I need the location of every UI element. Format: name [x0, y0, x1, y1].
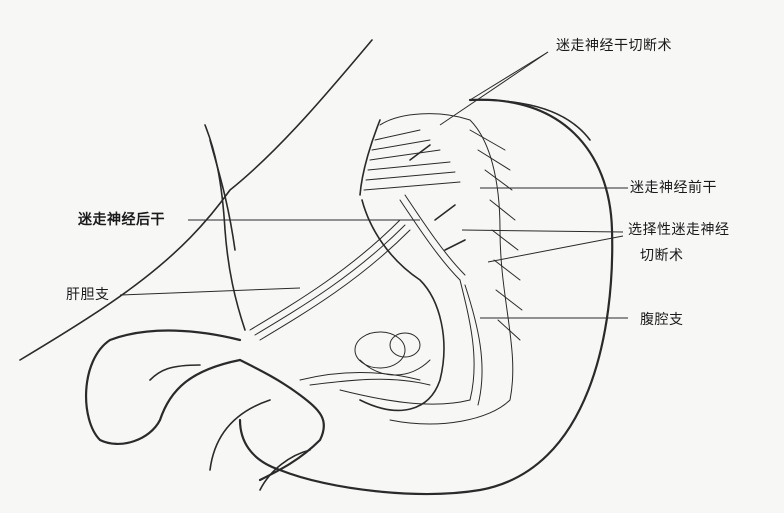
duodenum-lower — [149, 364, 201, 381]
label-vagotomy: 迷走神经干切断术 — [556, 38, 672, 54]
leader-lines — [119, 51, 628, 319]
pylorus-tube — [238, 358, 326, 482]
intestine-loop-2 — [259, 449, 311, 491]
celiac-plexus — [354, 331, 431, 376]
lesser-curvature — [359, 199, 445, 412]
liver-outline — [19, 39, 373, 361]
label-selective-vagotomy-line1: 选择性迷走神经 — [628, 222, 730, 238]
nerve-branches — [249, 194, 483, 406]
intestine-loop — [209, 399, 271, 471]
fundus-hatching — [363, 129, 523, 341]
stomach-fundus-shading — [379, 113, 514, 425]
vagotomy-cut-lines — [409, 144, 466, 251]
label-celiac-branch: 腹腔支 — [640, 312, 684, 328]
label-anterior-trunk: 迷走神经前干 — [630, 180, 717, 196]
label-selective-vagotomy-line2: 切断术 — [640, 248, 684, 264]
stomach-greater-curvature — [238, 98, 614, 496]
label-posterior-trunk: 迷走神经后干 — [78, 212, 165, 228]
vagus-nerve-posterior-trunk — [204, 124, 246, 331]
label-hepatic-branch: 肝胆支 — [66, 287, 110, 303]
duodenum-upper — [85, 329, 242, 445]
esophagus-left-wall — [359, 119, 381, 196]
